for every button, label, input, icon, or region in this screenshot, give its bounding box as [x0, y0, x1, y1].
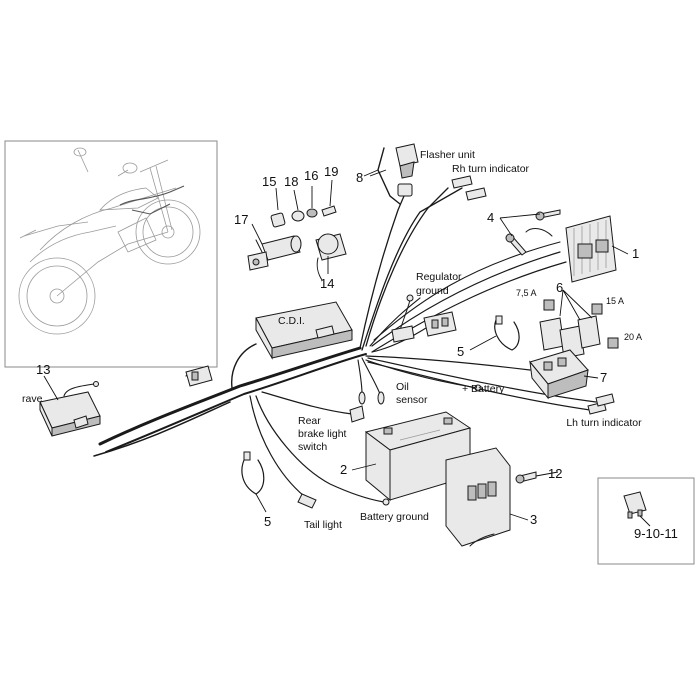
flasher-unit: [377, 143, 419, 205]
fuse-box: [529, 349, 589, 400]
fuse-holder-cover: [445, 447, 511, 547]
rh-indicator-connectors: [451, 175, 487, 201]
voltage-regulator: [565, 215, 617, 283]
callout-13: 13: [36, 362, 50, 377]
label-cdi: C.D.I.: [278, 315, 305, 327]
harness-connector-left: [185, 365, 213, 387]
callout-6: 6: [556, 280, 563, 295]
label-flasher-unit: Flasher unit: [420, 149, 475, 161]
callout-8: 8: [356, 170, 363, 185]
label-rear-brake-2: brake light: [298, 428, 347, 440]
label-regulator-ground-2: ground: [416, 285, 449, 297]
callout-7: 7: [600, 370, 607, 385]
label-tail-light: Tail light: [304, 519, 342, 531]
callout-numbers: 1 2 3 4 5 5 6 7 8 12 13 14 15 16 17 18 1…: [36, 164, 678, 541]
lh-indicator-connectors: [587, 393, 615, 415]
label-rh-turn-indicator: Rh turn indicator: [452, 163, 530, 175]
callout-17: 17: [234, 212, 248, 227]
cover-screw: [515, 471, 537, 484]
callout-3: 3: [530, 512, 537, 527]
cdi-unit: [255, 301, 353, 360]
label-fuse-7-5a: 7,5 A: [516, 288, 537, 298]
plug-cap-parts: [270, 205, 337, 228]
label-rear-brake: Rear: [298, 415, 321, 427]
label-oil-sensor: Oil: [396, 381, 409, 393]
label-battery-ground: Battery ground: [360, 511, 429, 523]
motorcycle-inset: [4, 140, 218, 368]
battery-plus-terminal: [474, 384, 482, 392]
callout-1: 1: [632, 246, 639, 261]
rave-unit: [39, 381, 101, 437]
battery-ground-terminal: [382, 498, 390, 506]
callout-12: 12: [548, 466, 562, 481]
label-battery-plus: + Battery: [462, 383, 505, 395]
tail-light-connector: [297, 493, 317, 509]
text-labels: Flasher unit Rh turn indicator Regulator…: [22, 149, 642, 531]
starter-coil: [315, 233, 347, 281]
callout-4: 4: [487, 210, 494, 225]
label-lh-turn-indicator: Lh turn indicator: [566, 417, 642, 429]
label-rear-brake-3: switch: [298, 441, 327, 453]
callout-18: 18: [284, 174, 298, 189]
callout-5-upper: 5: [457, 344, 464, 359]
callout-5-lower: 5: [264, 514, 271, 529]
multi-connector: [406, 294, 457, 337]
label-fuse-20a: 20 A: [624, 332, 642, 342]
fuse-set: [539, 299, 619, 359]
label-oil-sensor-2: sensor: [396, 394, 428, 406]
callout-2: 2: [340, 462, 347, 477]
cable-tie-upper: [494, 315, 520, 351]
callout-16: 16: [304, 168, 318, 183]
leader-lines: [43, 169, 651, 527]
fuse-inset: [597, 477, 695, 565]
harness-plug: [391, 325, 415, 343]
label-rave: rave: [22, 393, 43, 405]
rear-brake-switch: [349, 405, 365, 423]
callout-14: 14: [320, 276, 334, 291]
ignition-coil: [247, 235, 302, 271]
callout-9-10-11: 9-10-11: [634, 526, 678, 541]
oil-sensor-connectors: [358, 391, 385, 405]
callout-15: 15: [262, 174, 276, 189]
callout-19: 19: [324, 164, 338, 179]
cable-tie-lower: [241, 451, 265, 495]
label-fuse-15a: 15 A: [606, 296, 624, 306]
main-harness: [93, 187, 597, 503]
label-regulator-ground: Regulator: [416, 271, 462, 283]
